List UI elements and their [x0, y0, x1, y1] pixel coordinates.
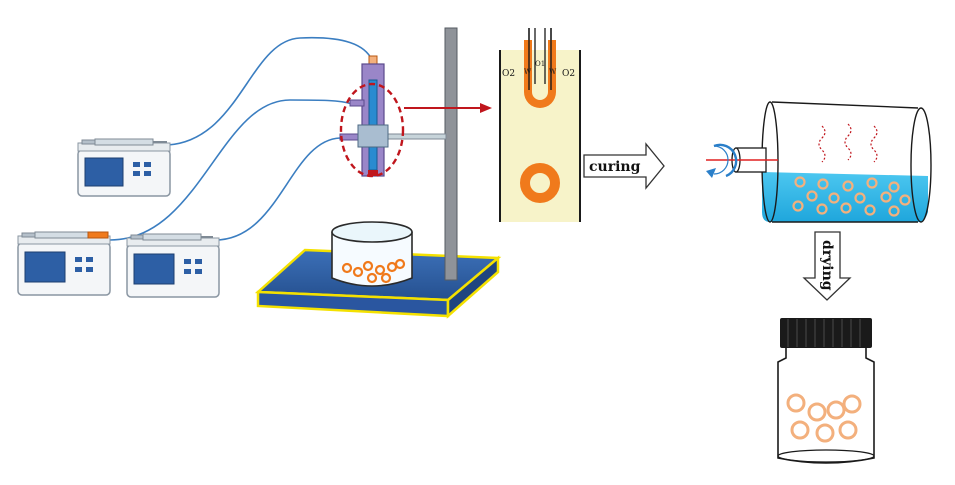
stand-clamp-arm: [387, 133, 447, 140]
jar-bottom: [777, 449, 875, 463]
pump-buttons: [75, 257, 93, 272]
tube-pump3: [214, 137, 341, 241]
microfluidic-device: [339, 55, 405, 178]
channel-zoom-panel: O2 O2 W W O1: [499, 28, 581, 222]
beaker-body: [331, 232, 413, 287]
heat-icon: [818, 123, 878, 163]
syringe-barrel: [94, 138, 154, 146]
storage-jar: [777, 318, 875, 464]
drying-arrow: drying: [802, 231, 852, 301]
syringe-barrel: [34, 231, 94, 239]
jar-neck: [777, 348, 875, 464]
drying-label: drying: [819, 240, 835, 291]
tubing-lines: [109, 36, 373, 241]
tube-pump1: [167, 36, 373, 146]
droplet-zone-highlight: [339, 82, 405, 178]
label-outer-phase-left: O2: [502, 69, 515, 79]
pump-buttons: [133, 162, 151, 176]
curing-label: curing: [589, 159, 641, 175]
forming-droplet: [524, 40, 556, 108]
pump-screen: [133, 253, 175, 285]
jar-lid: [780, 318, 872, 348]
beaker-rim: [331, 221, 413, 243]
syringe-tip: [153, 141, 167, 143]
label-middle-phase-right: W: [549, 68, 557, 76]
collection-beaker: [331, 221, 413, 287]
stand-pole: [444, 27, 458, 281]
label-middle-phase-left: W: [524, 68, 532, 76]
pump-buttons: [184, 259, 202, 274]
rotation-arrow-icon: [713, 143, 738, 178]
base-side: [446, 255, 500, 319]
beaker-capsules: [341, 258, 406, 284]
tank-right-end: [910, 107, 932, 223]
jar-capsules: [786, 393, 862, 443]
label-inner-phase: O1: [535, 60, 545, 68]
curing-tank: [706, 101, 932, 223]
junction-block: [357, 124, 389, 148]
syringe-plunger: [21, 232, 36, 238]
pump-screen: [84, 157, 124, 187]
zoom-arrow: [404, 103, 492, 113]
tank-outline: [771, 101, 919, 109]
curing-arrow: curing: [583, 142, 665, 190]
syringe-plunger: [130, 234, 144, 240]
side-inlet-1: [349, 99, 365, 107]
pump-screen: [24, 251, 66, 283]
tube-pump2: [109, 99, 353, 241]
syringe-pump-2: [17, 231, 111, 296]
released-capsule: [520, 163, 560, 203]
syringe-pump-1: [77, 138, 171, 197]
syringe-plunger: [81, 139, 96, 145]
syringe-fluid: [87, 231, 109, 239]
rotation-arrow-head: [706, 168, 716, 178]
outlet-tip: [368, 170, 378, 176]
syringe-barrel: [142, 233, 202, 241]
tank-capsules: [792, 176, 911, 217]
label-outer-phase-right: O2: [562, 69, 575, 79]
syringe-tip: [201, 236, 213, 238]
syringe-pump-3: [126, 233, 220, 298]
